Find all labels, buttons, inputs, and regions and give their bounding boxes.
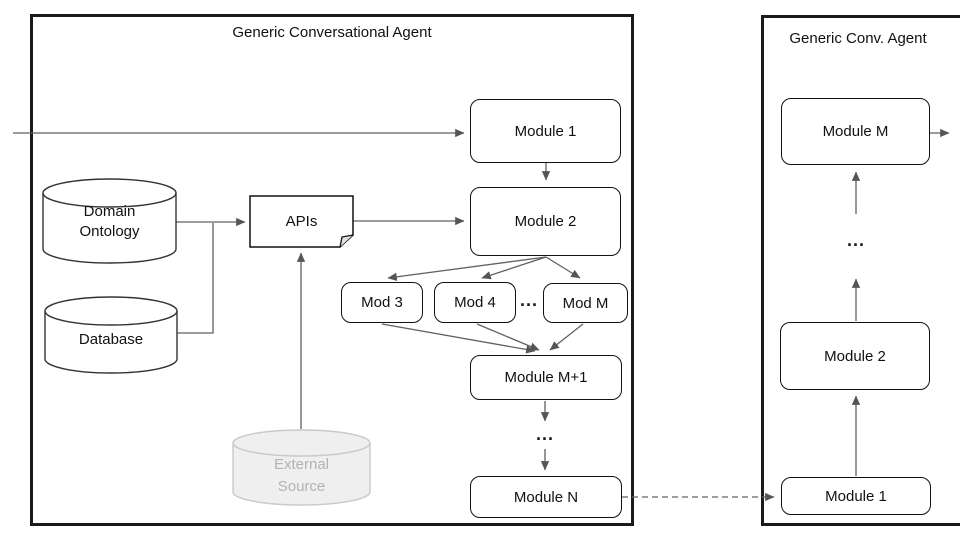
line-database-junction [177,223,214,334]
left-agent-panel [30,14,634,526]
arrow-mod4-to-moduleM1 [476,323,540,351]
right-panel-title: Generic Conv. Agent [789,30,927,47]
domain-ontology-label: Domain Ontology [79,203,140,240]
arrow-module2-to-modM [545,256,581,279]
mod-m-box: Mod M [543,283,628,323]
right-agent-panel [761,15,960,526]
arrow-module2-to-mod3 [387,256,547,281]
ellipsis-mods-horizontal: ... [519,289,538,310]
right-module-m-box: Module M [781,98,930,165]
module-1-box: Module 1 [470,99,621,163]
external-source-cylinder [232,429,371,506]
module-m-plus-1-box: Module M+1 [470,355,622,400]
database-cylinder [44,296,178,374]
right-module-2-box: Module 2 [780,322,930,390]
mod-3-box: Mod 3 [341,282,423,323]
right-module-1-box: Module 1 [781,477,931,515]
ellipsis-modules-vertical: ... [535,423,554,444]
left-panel-title: Generic Conversational Agent [232,24,432,41]
apis-label: APIs [285,213,318,230]
module-2-box: Module 2 [470,187,621,256]
module-n-box: Module N [470,476,622,518]
database-label: Database [78,331,144,348]
mod-4-box: Mod 4 [434,282,516,323]
external-source-label: External Source [273,456,330,495]
arrow-mod3-to-moduleM1 [381,323,536,354]
ellipsis-right-panel: ... [846,229,865,250]
arrow-modM-to-moduleM1 [549,323,584,351]
arrow-module2-to-mod4 [481,256,547,280]
domain-ontology-cylinder [42,178,177,264]
apis-note-shape [249,195,354,248]
